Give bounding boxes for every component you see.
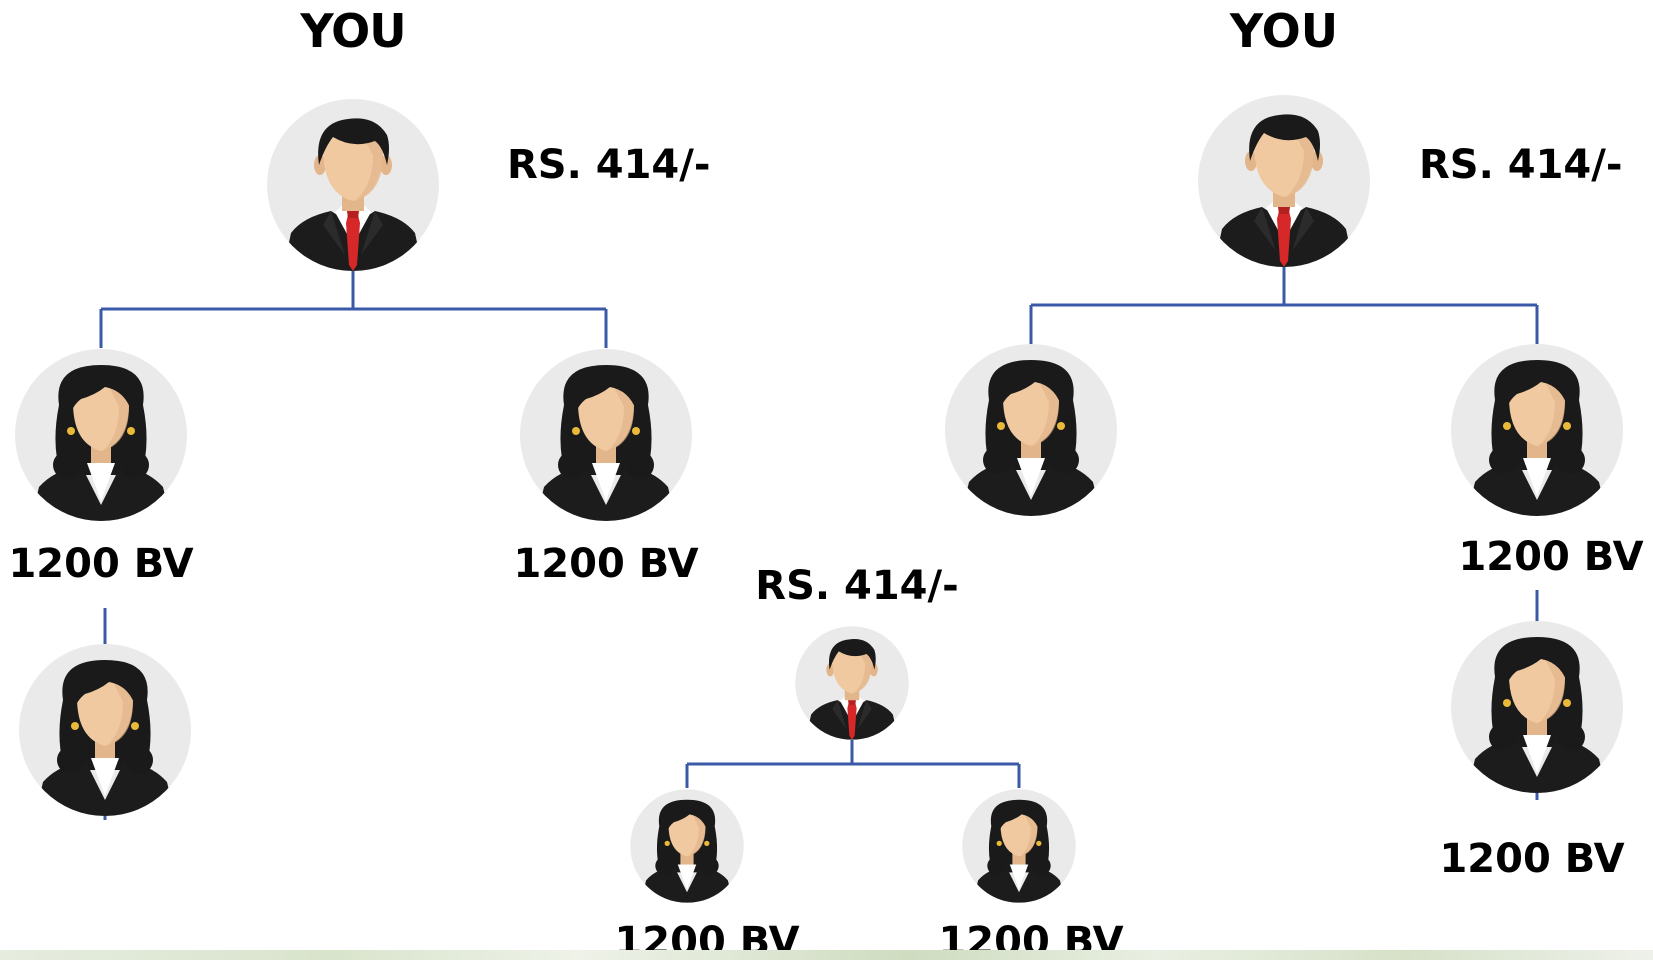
tree-3-connector xyxy=(1029,267,1539,344)
female-avatar-icon xyxy=(1451,621,1623,793)
tree-1: YOU RS. 414/- 1200 BV 1200 BV xyxy=(8,4,710,820)
tree-3-right-bv: 1200 BV xyxy=(1458,534,1643,580)
tree-2-connector xyxy=(685,740,1021,788)
female-avatar-icon xyxy=(962,789,1076,903)
male-avatar-icon xyxy=(267,99,439,271)
tree-2: RS. 414/- 1200 BV 1200 BV xyxy=(614,563,1123,960)
tree-1-root-amount: RS. 414/- xyxy=(507,142,710,188)
female-avatar-icon xyxy=(945,344,1117,516)
female-avatar-icon xyxy=(520,349,692,521)
tree-3-root-label: YOU xyxy=(1229,4,1338,58)
tree-1-right-bv: 1200 BV xyxy=(513,541,698,587)
background-strip xyxy=(0,950,1653,960)
female-avatar-icon xyxy=(630,789,744,903)
tree-3-right-child-bv: 1200 BV xyxy=(1439,836,1624,882)
tree-1-connector xyxy=(99,271,608,348)
tree-3: YOU RS. 414/- 1200 BV 1200 BV xyxy=(945,4,1644,882)
tree-1-left-bv: 1200 BV xyxy=(8,541,193,587)
tree-3-root-amount: RS. 414/- xyxy=(1419,142,1622,188)
female-avatar-icon xyxy=(1451,344,1623,516)
male-avatar-icon xyxy=(795,626,909,740)
female-avatar-icon xyxy=(19,644,191,816)
female-avatar-icon xyxy=(15,349,187,521)
tree-2-root-amount: RS. 414/- xyxy=(755,563,958,609)
tree-1-root-label: YOU xyxy=(299,4,405,58)
male-avatar-icon xyxy=(1198,95,1370,267)
